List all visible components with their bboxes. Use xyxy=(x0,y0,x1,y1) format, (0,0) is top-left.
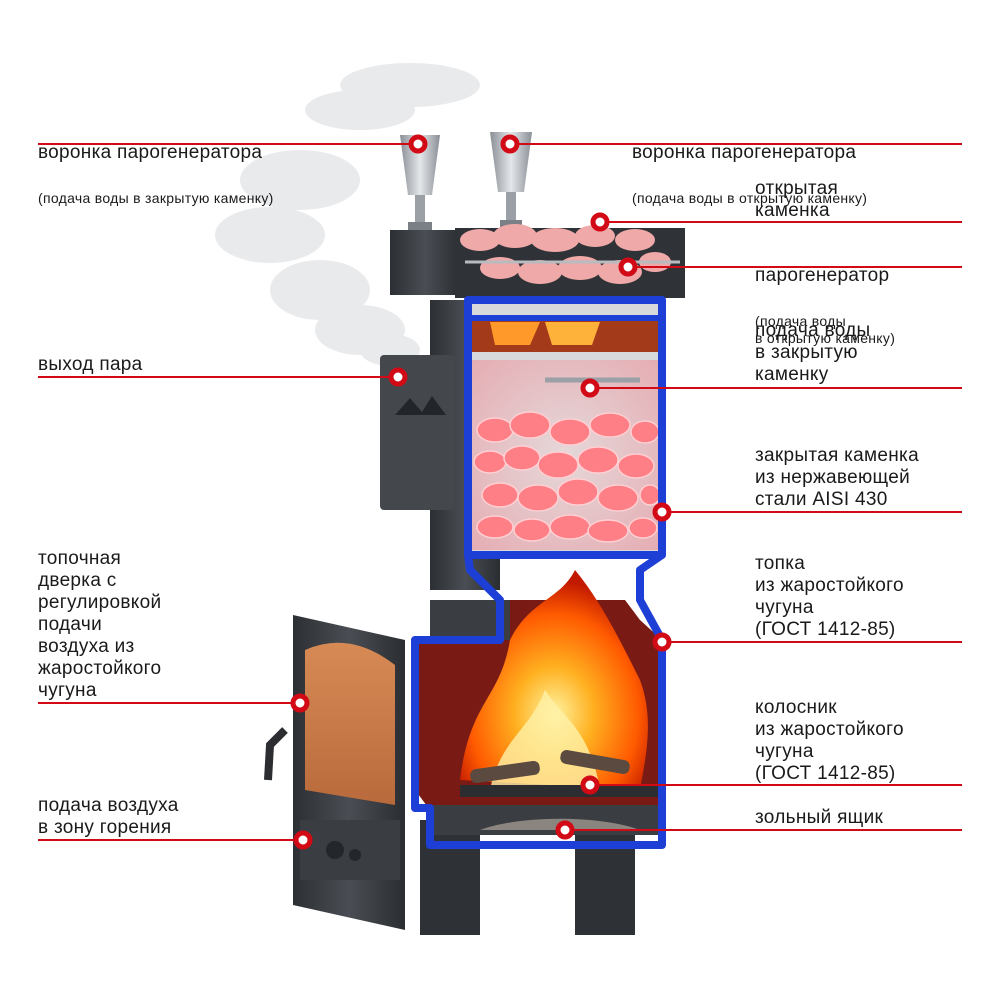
marker-open-heater xyxy=(590,212,610,232)
leader-lines xyxy=(38,143,962,841)
label-open-heater: открытая каменка xyxy=(755,178,839,221)
label-water-closed: подача воды в закрытую каменку xyxy=(755,320,871,385)
marker-steam-outlet xyxy=(388,367,408,387)
label-firebox: топка из жаростойкого чугуна (ГОСТ 1412-… xyxy=(755,553,904,640)
label-steam-generator: парогенератор (подача воды в открытую ка… xyxy=(755,243,895,369)
label-steam-generator-note: (подача воды в открытую каменку) xyxy=(755,313,896,346)
label-funnel-open-title: воронка парогенератора xyxy=(632,142,857,163)
label-funnel-closed: воронка парогенератора (подача воды в за… xyxy=(38,120,274,229)
marker-funnel-closed xyxy=(408,134,428,154)
label-funnel-open: воронка парогенератора (подача воды в от… xyxy=(632,120,867,229)
marker-firebox xyxy=(652,632,672,652)
marker-ash-box xyxy=(555,820,575,840)
cutaway-section xyxy=(411,296,666,849)
label-steam-outlet: выход пара xyxy=(38,354,143,375)
label-air-supply: подача воздуха в зону горения xyxy=(38,795,179,838)
label-ash-box: зольный ящик xyxy=(755,807,884,828)
marker-water-closed xyxy=(580,378,600,398)
label-closed-heater: закрытая каменка из нержавеющей стали AI… xyxy=(755,445,919,510)
label-funnel-open-note: (подача воды в открытую каменку) xyxy=(632,190,868,206)
open-heater xyxy=(390,224,685,298)
closed-heater-stones xyxy=(473,411,661,543)
steam-cloud xyxy=(215,63,480,366)
label-steam-generator-title: парогенератор xyxy=(755,265,890,286)
marker-closed-heater xyxy=(652,502,672,522)
funnel-closed-icon xyxy=(400,135,440,230)
marker-firebox-door xyxy=(290,693,310,713)
funnel-open-icon xyxy=(490,132,532,230)
label-funnel-closed-title: воронка парогенератора xyxy=(38,142,263,163)
marker-air-supply xyxy=(293,830,313,850)
marker-steam-generator xyxy=(618,257,638,277)
firebox-door xyxy=(264,615,405,930)
marker-grate xyxy=(580,775,600,795)
marker-funnel-open xyxy=(500,134,520,154)
label-firebox-door: топочная дверка с регулировкой подачи во… xyxy=(38,548,162,701)
label-funnel-closed-note: (подача воды в закрытую каменку) xyxy=(38,190,274,206)
callout-markers xyxy=(290,134,672,850)
label-grate: колосник из жаростойкого чугуна (ГОСТ 14… xyxy=(755,697,904,784)
